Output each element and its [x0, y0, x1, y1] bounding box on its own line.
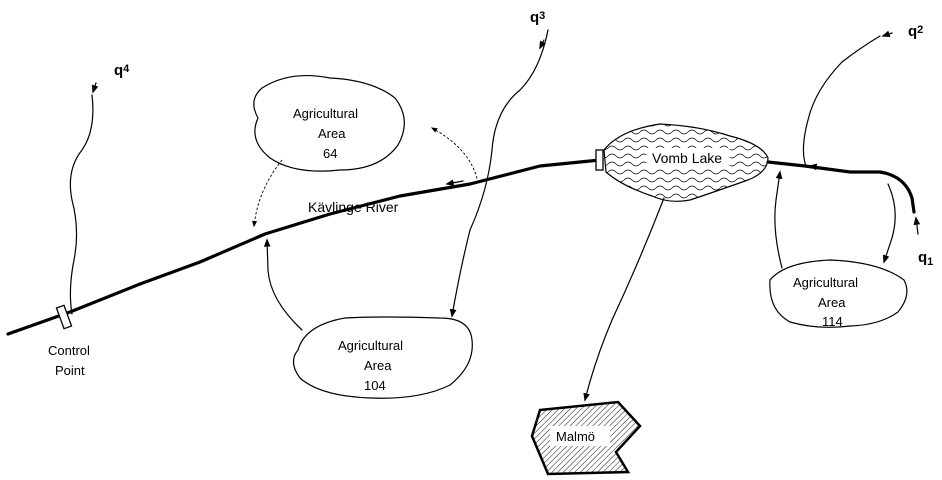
inflow-q2-label: q2	[908, 23, 923, 40]
inflow-q1-label: q1	[918, 249, 933, 268]
area-64-line3: 64	[323, 146, 337, 161]
lake-label-bg	[646, 148, 730, 168]
flow-river-to-area-64	[430, 127, 479, 184]
flow-q3-to-area-104	[449, 29, 549, 318]
inflow-q2-arrow	[881, 30, 893, 38]
flow-area-64-to-river	[252, 159, 283, 228]
agricultural-area-104	[292, 316, 473, 399]
area-114-line2: Area	[818, 295, 846, 310]
kavlinge-river-label: Kävlinge River	[308, 199, 399, 215]
inflow-q3-label: q3	[530, 9, 545, 26]
inflow-q4-arrow	[91, 82, 99, 94]
inflow-q3-arrow	[539, 39, 547, 50]
control-point-gate	[55, 304, 73, 330]
inflow-q4-stream	[69, 94, 94, 315]
inflow-q1-arrow	[913, 216, 921, 235]
river-upstream-line	[766, 160, 916, 214]
river-flow-arrow	[808, 163, 826, 171]
area-114-line3: 114	[822, 314, 843, 329]
water-supply-to-malmo	[583, 197, 665, 402]
area-104-line3: 104	[364, 378, 386, 393]
area-104-line1: Agricultural	[338, 338, 403, 353]
area-64-line2: Area	[318, 126, 346, 141]
river-flow-arrow	[445, 179, 464, 187]
control-point-label-line1: Control	[48, 343, 90, 358]
area-114-line1: Agricultural	[793, 275, 858, 290]
flow-area-104-to-river	[263, 238, 303, 331]
agricultural-area-64	[253, 74, 405, 172]
control-point-label-line2: Point	[55, 363, 85, 378]
area-64-line1: Agricultural	[293, 106, 358, 121]
malmo-label: Malmö	[556, 429, 595, 444]
kavlinge-river-line	[6, 158, 602, 336]
flow-river-to-area-114	[882, 183, 896, 264]
inflow-q2-stream	[802, 35, 881, 167]
malmo-label-bg	[550, 426, 610, 446]
vomb-lake-label: Vomb Lake	[652, 150, 722, 166]
lake-outlet-gate	[595, 149, 604, 171]
flow-area-114-to-river	[774, 170, 783, 269]
area-104-line2: Area	[364, 358, 392, 373]
inflow-q4-label: q4	[114, 62, 130, 79]
agricultural-area-114	[769, 259, 908, 328]
